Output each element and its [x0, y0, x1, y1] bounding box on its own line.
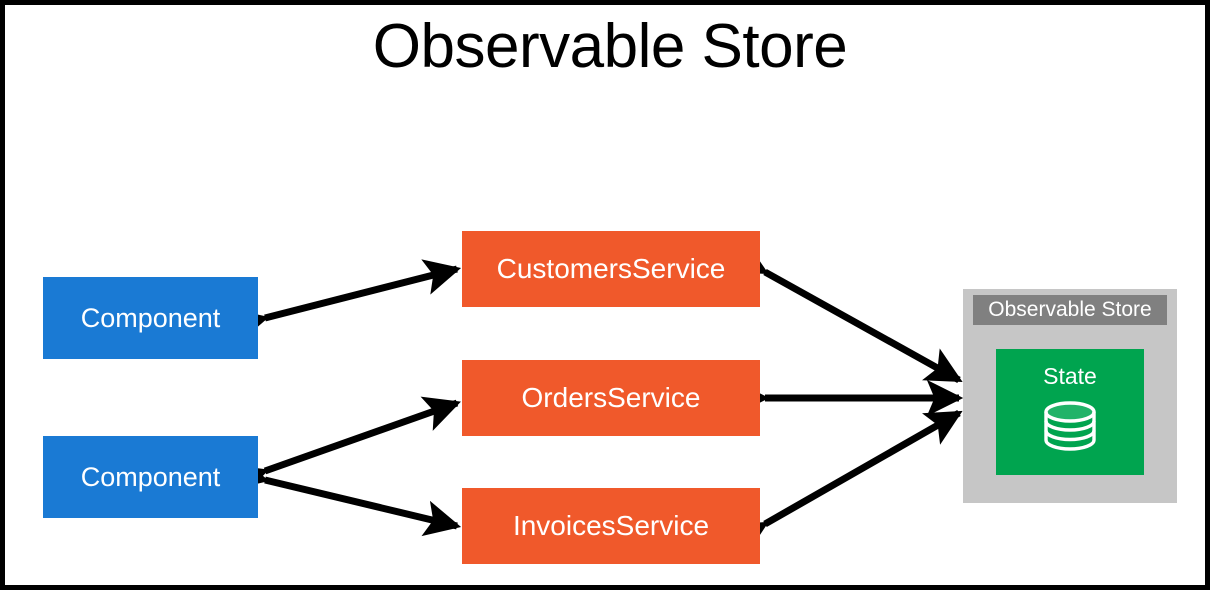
- store-title-label: Observable Store: [988, 298, 1152, 321]
- node-label: OrdersService: [521, 382, 701, 413]
- node-state[interactable]: State: [996, 349, 1144, 475]
- node-label: Component: [80, 461, 221, 492]
- node-label: Component: [80, 302, 221, 333]
- connector-invoicesservice-store: [728, 409, 963, 556]
- connector-component-bottom-ordersservice: [228, 396, 461, 499]
- connector-component-bottom-invoicesservice: [229, 454, 462, 537]
- node-component-top[interactable]: Component: [43, 277, 258, 359]
- state-label: State: [1043, 363, 1097, 389]
- node-label: InvoicesService: [512, 510, 710, 541]
- store-titlebar: Observable Store: [973, 295, 1167, 325]
- node-orders-service[interactable]: OrdersService: [462, 360, 760, 436]
- node-component-bottom[interactable]: Component: [43, 436, 258, 518]
- connector-layer: [228, 240, 964, 556]
- database-icon: [1044, 401, 1096, 451]
- connector-customersservice-store: [728, 240, 963, 384]
- node-label: CustomersService: [496, 253, 726, 284]
- connector-component-top-customersservice: [229, 259, 462, 344]
- node-customers-service[interactable]: CustomersService: [462, 231, 760, 307]
- node-invoices-service[interactable]: InvoicesService: [462, 488, 760, 564]
- node-observable-store[interactable]: Observable Store State: [963, 289, 1177, 503]
- page-title: Observable Store: [372, 12, 848, 81]
